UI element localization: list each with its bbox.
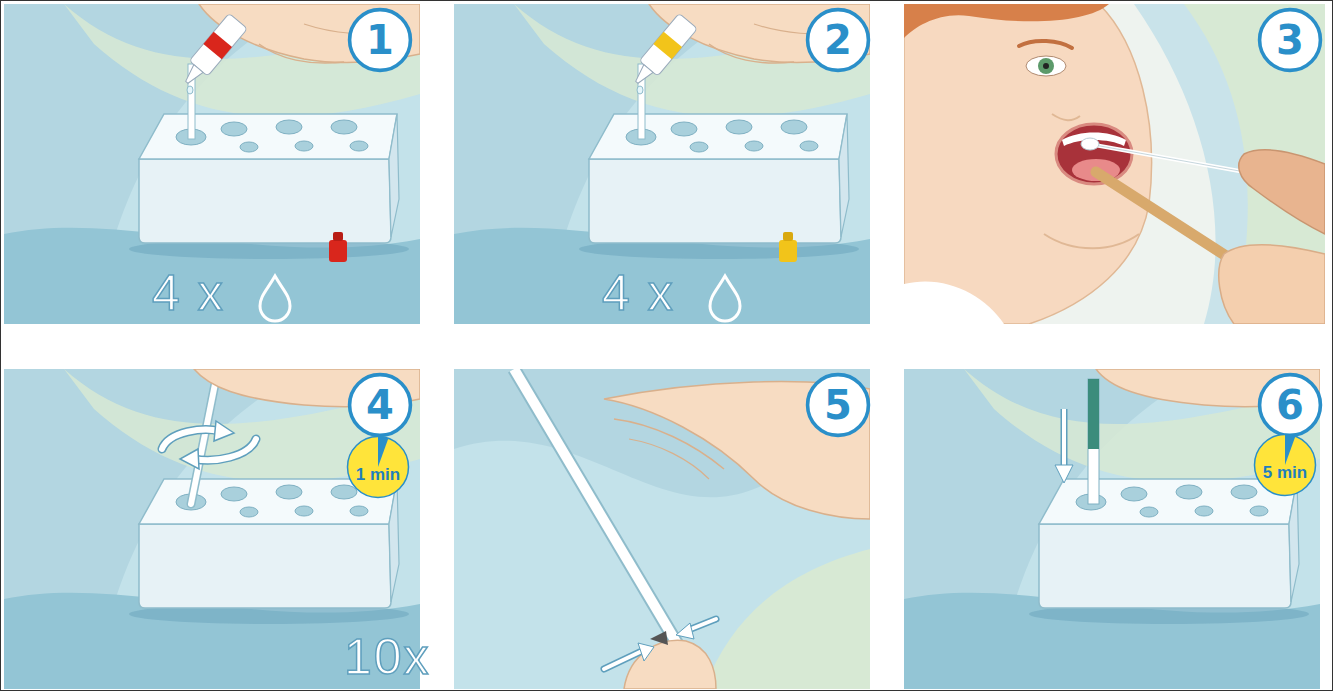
illustration-shape — [194, 439, 256, 460]
illustration-shape — [1061, 409, 1068, 469]
illustration-shape — [329, 240, 347, 262]
illustration-shape — [624, 640, 716, 689]
illustration-shape — [203, 32, 232, 60]
illustration-shape — [676, 623, 694, 639]
illustration-shape — [1038, 58, 1054, 74]
illustration-shape — [129, 479, 409, 624]
circle-shape — [808, 10, 869, 71]
count-label: 10x — [344, 632, 431, 682]
illustration-shape — [1062, 409, 1066, 469]
illustration-shape — [638, 643, 654, 661]
timer-circle: 1 min — [346, 435, 410, 499]
illustration-shape — [639, 13, 697, 76]
illustration-shape — [1219, 245, 1325, 324]
step-number-circle: 2 — [805, 7, 871, 73]
illustration-shape — [1052, 114, 1080, 120]
illustration-shape — [1044, 234, 1139, 248]
illustration-shape — [632, 65, 653, 87]
illustration-shape — [182, 65, 203, 87]
illustration-shape — [129, 114, 409, 259]
illustration-shape — [629, 439, 709, 479]
illustration-shape — [162, 430, 219, 449]
illustration-shape — [454, 4, 870, 324]
illustration-shape — [1088, 379, 1099, 449]
drop-icon — [710, 276, 740, 321]
step-number-circle: 4 — [347, 372, 413, 438]
illustration-shape — [604, 651, 642, 669]
illustration-shape — [604, 651, 642, 669]
step-number-circle: 1 — [347, 7, 413, 73]
illustration-shape — [904, 4, 1325, 324]
panel-one-art — [4, 4, 420, 324]
circle-shape — [1255, 435, 1316, 496]
illustration-shape — [904, 369, 1320, 689]
timer-text: 1 min — [356, 452, 400, 483]
step-number: 6 — [1276, 385, 1304, 425]
illustration-shape — [1081, 138, 1099, 150]
step-number: 1 — [366, 20, 394, 60]
step-number-circle: 3 — [1257, 7, 1323, 73]
panel-two-art — [454, 4, 870, 324]
illustration-shape — [904, 281, 1004, 324]
illustration-shape — [650, 631, 668, 645]
timer-text: 5 min — [1263, 450, 1307, 481]
illustration-shape — [191, 379, 216, 504]
circle-shape — [808, 375, 869, 436]
illustration-shape — [189, 13, 247, 76]
illustration-shape — [904, 4, 1109, 38]
circle-shape — [348, 437, 409, 498]
illustration-shape — [214, 421, 234, 441]
illustration-shape — [628, 13, 698, 90]
illustration-shape — [333, 232, 343, 241]
panel-five-art — [454, 369, 870, 689]
illustration-shape — [783, 232, 793, 241]
illustration-shape — [579, 114, 859, 259]
illustration-shape — [191, 379, 216, 504]
illustration-shape — [1088, 379, 1099, 504]
illustration-shape — [704, 549, 870, 689]
illustration-shape — [178, 13, 248, 90]
circle-shape — [1260, 375, 1321, 436]
illustration-shape — [4, 4, 420, 324]
count-label: 4 x — [602, 268, 675, 318]
panel-six-art — [904, 369, 1320, 689]
illustration-shape — [1055, 465, 1073, 483]
illustration-shape — [1029, 479, 1309, 624]
illustration-shape — [1134, 4, 1325, 324]
circle-shape — [350, 10, 411, 71]
illustration-shape — [162, 430, 219, 449]
count-label: 4 x — [152, 268, 225, 318]
illustration-shape — [180, 449, 199, 469]
drop-icon — [260, 276, 290, 321]
illustration-shape — [194, 439, 256, 460]
illustration-shape — [1043, 63, 1049, 69]
illustration-shape — [1026, 56, 1066, 76]
timer-wedge — [1285, 434, 1295, 465]
illustration-shape — [904, 4, 1152, 324]
step-number: 5 — [824, 385, 852, 425]
panel-three-art — [904, 4, 1325, 324]
illustration-shape — [637, 86, 643, 94]
illustration-shape — [779, 240, 797, 262]
timer-circle: 5 min — [1253, 433, 1317, 497]
circle-shape — [350, 375, 411, 436]
circle-shape — [1260, 10, 1321, 71]
illustration-shape — [604, 382, 870, 519]
step-number: 3 — [1276, 20, 1304, 60]
illustration-shape — [1019, 41, 1072, 48]
illustration-shape — [454, 369, 870, 689]
step-number: 2 — [824, 20, 852, 60]
illustration-shape — [187, 86, 193, 94]
illustration-shape — [653, 32, 682, 60]
illustration-shape — [1239, 150, 1325, 234]
step-number-circle: 6 — [1257, 372, 1323, 438]
illustration-shape — [614, 419, 724, 469]
timer-wedge — [378, 436, 388, 467]
step-number-circle: 5 — [805, 372, 871, 438]
step-number: 4 — [366, 385, 394, 425]
